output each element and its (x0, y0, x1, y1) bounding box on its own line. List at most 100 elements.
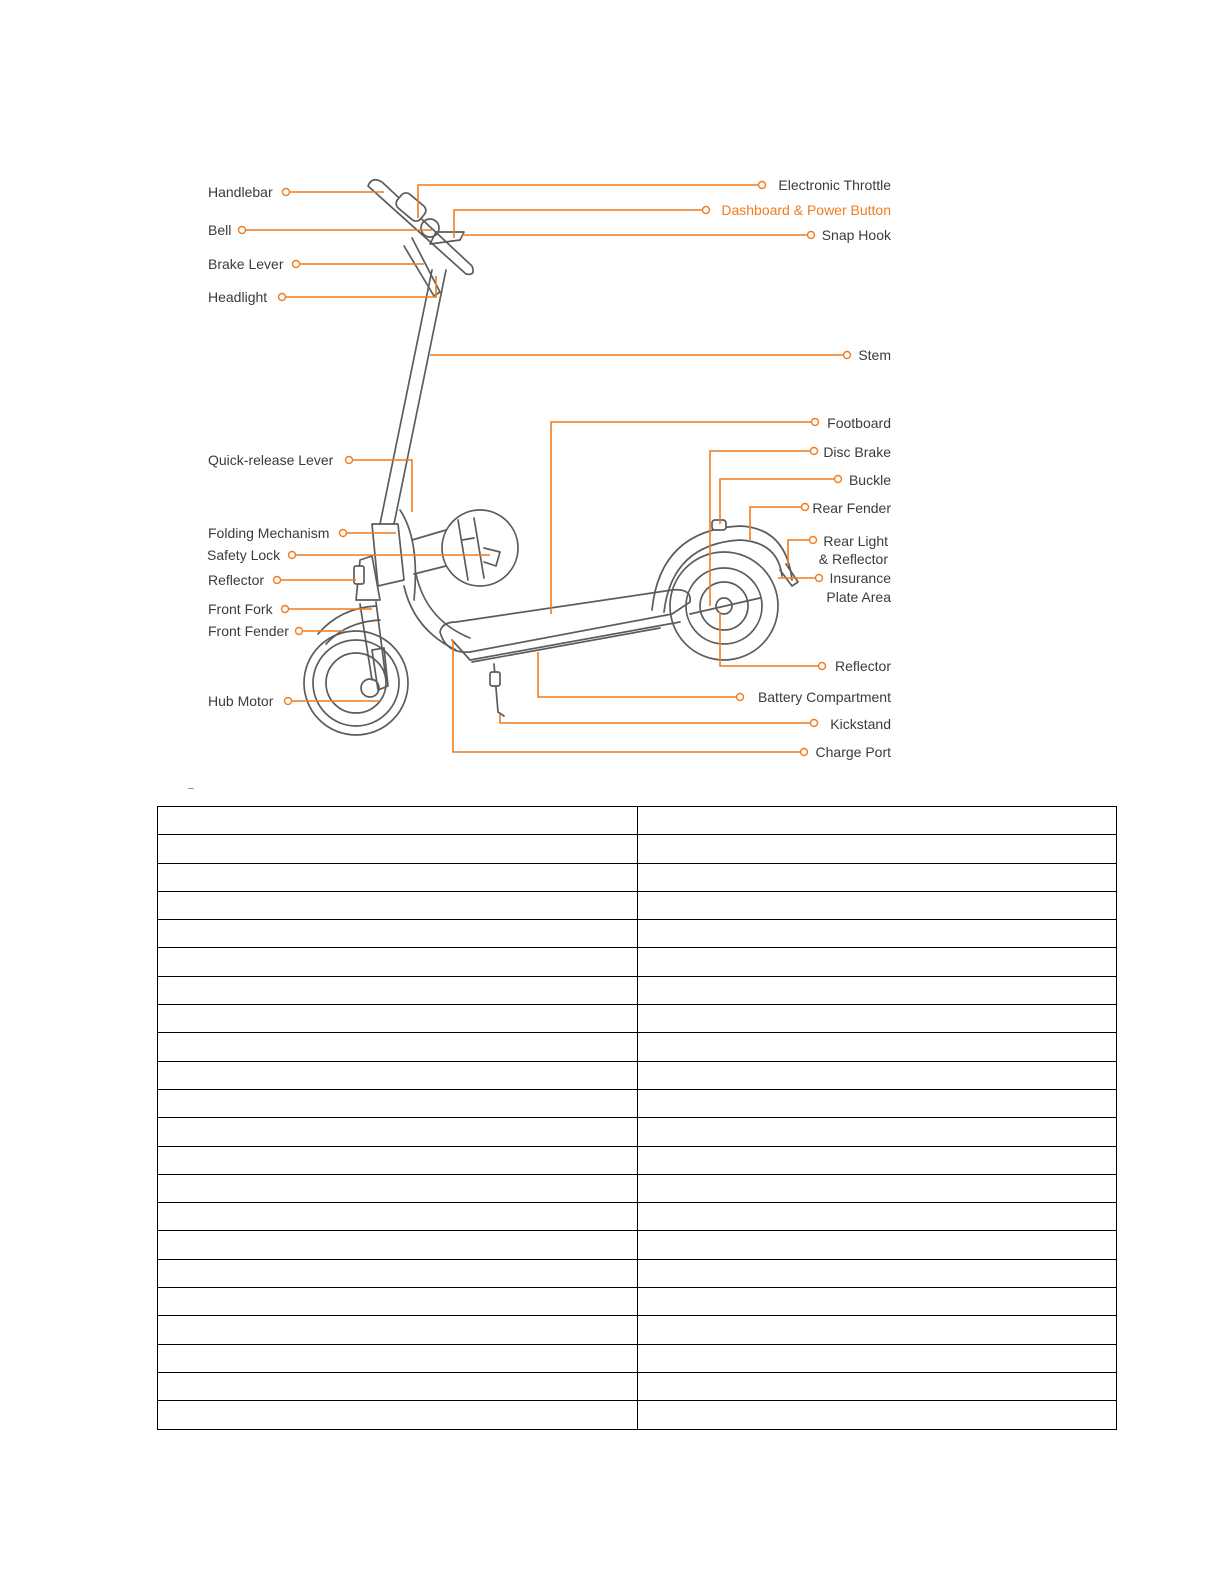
table-row (157, 1145, 1117, 1175)
table-cell (157, 1343, 638, 1373)
table-cell (636, 919, 1117, 949)
rear-wheel (669, 551, 779, 661)
label-stem: Stem (858, 347, 891, 363)
table-row (157, 1315, 1117, 1345)
label-charge-port: Charge Port (816, 744, 892, 760)
table-row (157, 1343, 1117, 1373)
label-rear-light-line1: Rear Light (823, 533, 888, 549)
table-cell (157, 1173, 638, 1204)
label-battery-compartment: Battery Compartment (758, 689, 891, 705)
label-rear-light-line2: & Reflector (819, 551, 889, 567)
label-front-fender: Front Fender (208, 623, 289, 639)
table-row (157, 1088, 1117, 1119)
label-brake-lever: Brake Lever (208, 256, 284, 272)
label-safety-lock: Safety Lock (207, 547, 281, 563)
table-row (157, 1230, 1117, 1260)
label-front-fork: Front Fork (208, 601, 274, 617)
safety-lock-inset (441, 509, 519, 587)
table-cell (636, 1032, 1117, 1062)
table-row (157, 1060, 1117, 1090)
table-cell (636, 1400, 1117, 1430)
label-headlight: Headlight (208, 289, 267, 305)
label-buckle: Buckle (849, 472, 891, 488)
table-row (157, 947, 1117, 977)
table-row (157, 805, 1117, 836)
scooter-illustration (303, 178, 799, 736)
label-footboard: Footboard (827, 415, 891, 431)
label-kickstand: Kickstand (830, 716, 891, 732)
table-row (157, 975, 1117, 1006)
table-row (157, 919, 1117, 949)
table-cell (157, 834, 638, 864)
label-quick-release-lever: Quick-release Lever (208, 452, 334, 468)
label-rear-fender: Rear Fender (812, 500, 891, 516)
table-cell (636, 805, 1117, 836)
table-row (157, 862, 1117, 892)
table-row (157, 1400, 1117, 1430)
table-row (157, 1287, 1117, 1317)
table-cell (636, 975, 1117, 1006)
table-cell (636, 1343, 1117, 1373)
scooter-parts-diagram: Handlebar Bell Brake Lever Headlight Qui… (207, 177, 892, 760)
label-reflector-front: Reflector (208, 572, 264, 588)
table-cell (157, 919, 638, 949)
table-cell (157, 1088, 638, 1119)
label-electronic-throttle: Electronic Throttle (778, 177, 891, 193)
label-reflector-rear: Reflector (835, 658, 891, 674)
table-cell (636, 890, 1117, 921)
table-cell (157, 1145, 638, 1175)
table-cell (636, 862, 1117, 892)
table-cell (636, 1088, 1117, 1119)
front-wheel (303, 630, 409, 736)
table-cell (157, 1315, 638, 1345)
table-cell (636, 1202, 1117, 1232)
table-cell (636, 1004, 1117, 1034)
table-cell (636, 1287, 1117, 1317)
table-cell (157, 1258, 638, 1289)
table-cell (636, 1060, 1117, 1090)
label-hub-motor: Hub Motor (208, 693, 274, 709)
table-cell (636, 1258, 1117, 1289)
table-cell (636, 1230, 1117, 1260)
stray-mark (188, 788, 194, 789)
table-cell (636, 1173, 1117, 1204)
table-cell (157, 805, 638, 836)
table-cell (157, 890, 638, 921)
table-row (157, 1202, 1117, 1232)
table-row (157, 1258, 1117, 1289)
table-cell (636, 1315, 1117, 1345)
table-cell (157, 1371, 638, 1402)
leader-lines (237, 180, 852, 757)
table-row (157, 1032, 1117, 1062)
table-cell (636, 834, 1117, 864)
label-insurance-line2: Plate Area (826, 589, 891, 605)
label-insurance-line1: Insurance (830, 570, 892, 586)
table-cell (157, 1230, 638, 1260)
empty-parts-table (157, 805, 1117, 1430)
table-cell (157, 947, 638, 977)
table-cell (636, 1371, 1117, 1402)
table-cell (157, 1287, 638, 1317)
table-cell (157, 862, 638, 892)
table-row (157, 834, 1117, 864)
table-cell (157, 1400, 638, 1430)
table-cell (636, 1117, 1117, 1147)
table-row (157, 1173, 1117, 1204)
label-handlebar: Handlebar (208, 184, 273, 200)
table-cell (636, 1145, 1117, 1175)
table-cell (157, 1032, 638, 1062)
table-cell (157, 1117, 638, 1147)
table-row (157, 890, 1117, 921)
label-dashboard-power-button: Dashboard & Power Button (721, 202, 891, 218)
label-bell: Bell (208, 222, 231, 238)
table-cell (157, 1060, 638, 1090)
part-labels: Handlebar Bell Brake Lever Headlight Qui… (207, 177, 892, 760)
table-cell (157, 1004, 638, 1034)
table-cell (636, 947, 1117, 977)
label-snap-hook: Snap Hook (822, 227, 892, 243)
table-cell (157, 975, 638, 1006)
label-folding-mechanism: Folding Mechanism (208, 525, 329, 541)
table-row (157, 1371, 1117, 1402)
table-row (157, 1004, 1117, 1034)
table-cell (157, 1202, 638, 1232)
